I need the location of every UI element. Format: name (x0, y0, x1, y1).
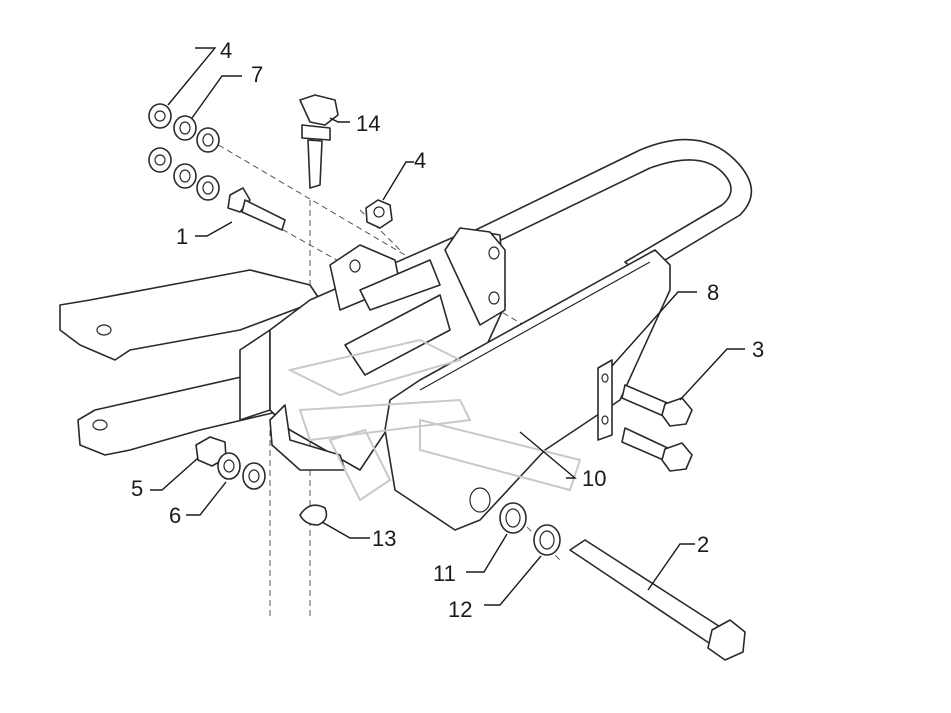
leader-lines (150, 47, 745, 606)
long-bolt-2 (569, 539, 746, 661)
callout-6: 6 (169, 503, 181, 528)
nut-and-washers-bottom (195, 436, 266, 490)
u-bolt-handle (454, 138, 753, 276)
bolt-1 (227, 187, 286, 231)
clip-13 (299, 504, 328, 526)
callout-4b: 4 (414, 148, 426, 173)
pin-14 (299, 94, 339, 189)
bushing-11 (499, 502, 527, 534)
callout-14: 14 (356, 111, 380, 136)
callout-4a: 4 (220, 38, 232, 63)
callout-3: 3 (752, 337, 764, 362)
bolts-3 (621, 384, 693, 472)
callout-13: 13 (372, 526, 396, 551)
callout-7: 7 (251, 62, 263, 87)
callout-2: 2 (697, 532, 709, 557)
callout-5: 5 (131, 476, 143, 501)
nut-4 (365, 199, 393, 229)
bushing-12 (533, 524, 561, 556)
callout-10: 10 (582, 466, 606, 491)
callout-1: 1 (176, 224, 188, 249)
mounting-bracket (59, 269, 321, 456)
lower-hook-bracket (269, 404, 346, 471)
hook-plate (597, 359, 613, 441)
main-frame-body (269, 227, 506, 471)
nuts-and-washers-top (148, 103, 220, 201)
watermark-logo (287, 338, 582, 502)
callout-8: 8 (707, 280, 719, 305)
callout-11: 11 (433, 561, 456, 586)
callout-12: 12 (448, 597, 472, 622)
